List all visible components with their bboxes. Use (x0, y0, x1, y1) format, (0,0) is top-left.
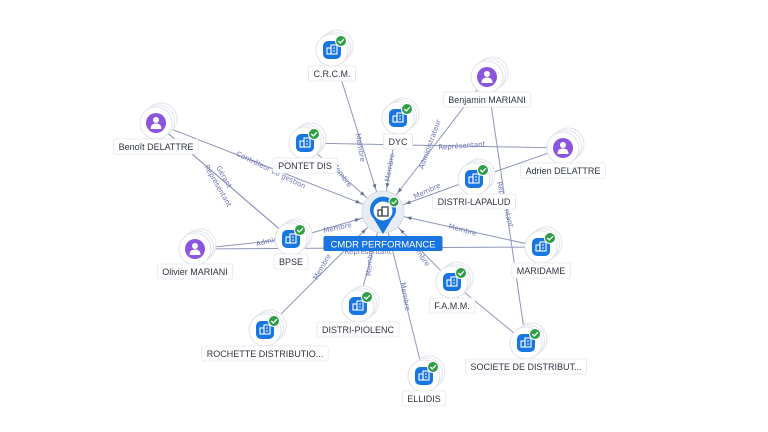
edge-benjamin-societe (486, 76, 527, 344)
edge-adrien-pontet (304, 142, 564, 149)
center-node-cmdr-performance[interactable]: CMDR PERFORMANCE (323, 190, 443, 251)
node-benjamin[interactable]: Benjamin MARIANI (442, 56, 532, 108)
edge-arrow (359, 191, 366, 197)
node-famm[interactable]: F.A.M.M. (428, 261, 476, 314)
node-label-box (308, 65, 356, 82)
edge-benoit-center (155, 122, 384, 213)
edge-arrow (354, 218, 360, 223)
node-bpse[interactable]: BPSE (273, 218, 313, 270)
node-adrien[interactable]: Adrien DELATTRE (520, 127, 606, 179)
node-label-box (401, 390, 447, 407)
edge-label: Membre (365, 247, 375, 276)
edge-arrow (361, 228, 367, 234)
verified-check-icon (544, 232, 556, 244)
verified-check-icon (401, 103, 413, 115)
verified-check-icon (477, 164, 489, 176)
verified-check-icon (335, 35, 347, 47)
node-ellidis[interactable]: ELLIDIS (401, 355, 447, 407)
node-label: DISTRI-PIOLENC (322, 325, 395, 335)
edge-label: Membre (384, 153, 397, 183)
node-olivier[interactable]: Olivier MARIANI (156, 228, 234, 280)
verified-check-icon (427, 361, 439, 373)
verified-check-icon (529, 328, 541, 340)
node-benoit[interactable]: Benoît DELATTRE (113, 102, 199, 155)
node-label-box (383, 133, 413, 150)
node-piolenc[interactable]: DISTRI-PIOLENC (316, 285, 400, 338)
edge-label: Membre (448, 222, 478, 237)
edge-label: Membre (354, 133, 367, 163)
node-label: BPSE (279, 257, 303, 267)
node-label: Adrien DELATTRE (526, 166, 601, 176)
node-label: Benoît DELATTRE (119, 142, 194, 152)
edge-arrow (406, 216, 412, 221)
node-label-box (113, 138, 199, 155)
node-label: DYC (388, 137, 408, 147)
node-label-box (465, 358, 587, 375)
node-label-box (156, 263, 234, 280)
edge-arrow (399, 229, 405, 235)
node-dyc[interactable]: DYC (381, 97, 420, 150)
node-label-box (428, 297, 476, 314)
node-label-box (272, 157, 338, 174)
node-label-box (432, 193, 516, 210)
node-lapalud[interactable]: DISTRI-LAPALUD (432, 158, 516, 210)
verified-check-icon (294, 224, 306, 236)
edge-arrow (372, 183, 377, 190)
edge-label: Membre (323, 221, 353, 235)
node-label: DISTRI-LAPALUD (438, 197, 511, 207)
node-label: ELLIDIS (407, 394, 441, 404)
node-label: PONTET DIS (278, 161, 332, 171)
node-label: Benjamin MARIANI (448, 95, 526, 105)
node-rochette[interactable]: ROCHETTE DISTRIBUTIO... (201, 309, 329, 362)
node-maridame[interactable]: MARIDAME (511, 226, 571, 279)
node-label-box (442, 91, 532, 108)
node-label: C.R.C.M. (314, 69, 351, 79)
node-label-box (201, 345, 329, 362)
node-pontet[interactable]: PONTET DIS (272, 122, 338, 174)
verified-check-icon (361, 291, 373, 303)
node-label-box (511, 262, 571, 279)
verified-check-icon (388, 196, 400, 208)
edge-label: Représentant (345, 248, 392, 256)
edge-arrow (397, 187, 403, 193)
node-label: ROCHETTE DISTRIBUTIO... (207, 349, 324, 359)
edge-label: Membre (399, 282, 412, 312)
verified-check-icon (308, 128, 320, 140)
node-label: F.A.M.M. (434, 301, 470, 311)
edge-arrow (355, 199, 361, 204)
node-label-box (273, 253, 309, 270)
node-label-box (520, 162, 606, 179)
verified-check-icon (268, 315, 280, 327)
center-label-box (323, 236, 443, 251)
edge-label: Représentant (438, 140, 486, 151)
node-label-box (316, 321, 400, 338)
center-label: CMDR PERFORMANCE (330, 240, 435, 251)
node-label: SOCIETE DE DISTRIBUT... (470, 362, 581, 372)
node-label: MARIDAME (517, 266, 566, 276)
edge-arrow (405, 200, 411, 204)
node-societe[interactable]: SOCIETE DE DISTRIBUT... (465, 322, 587, 375)
edge-arrow (385, 183, 390, 189)
node-label: Olivier MARIANI (162, 267, 228, 277)
node-crcm[interactable]: C.R.C.M. (308, 29, 356, 82)
edge-label: Membre (312, 253, 333, 282)
verified-check-icon (455, 267, 467, 279)
